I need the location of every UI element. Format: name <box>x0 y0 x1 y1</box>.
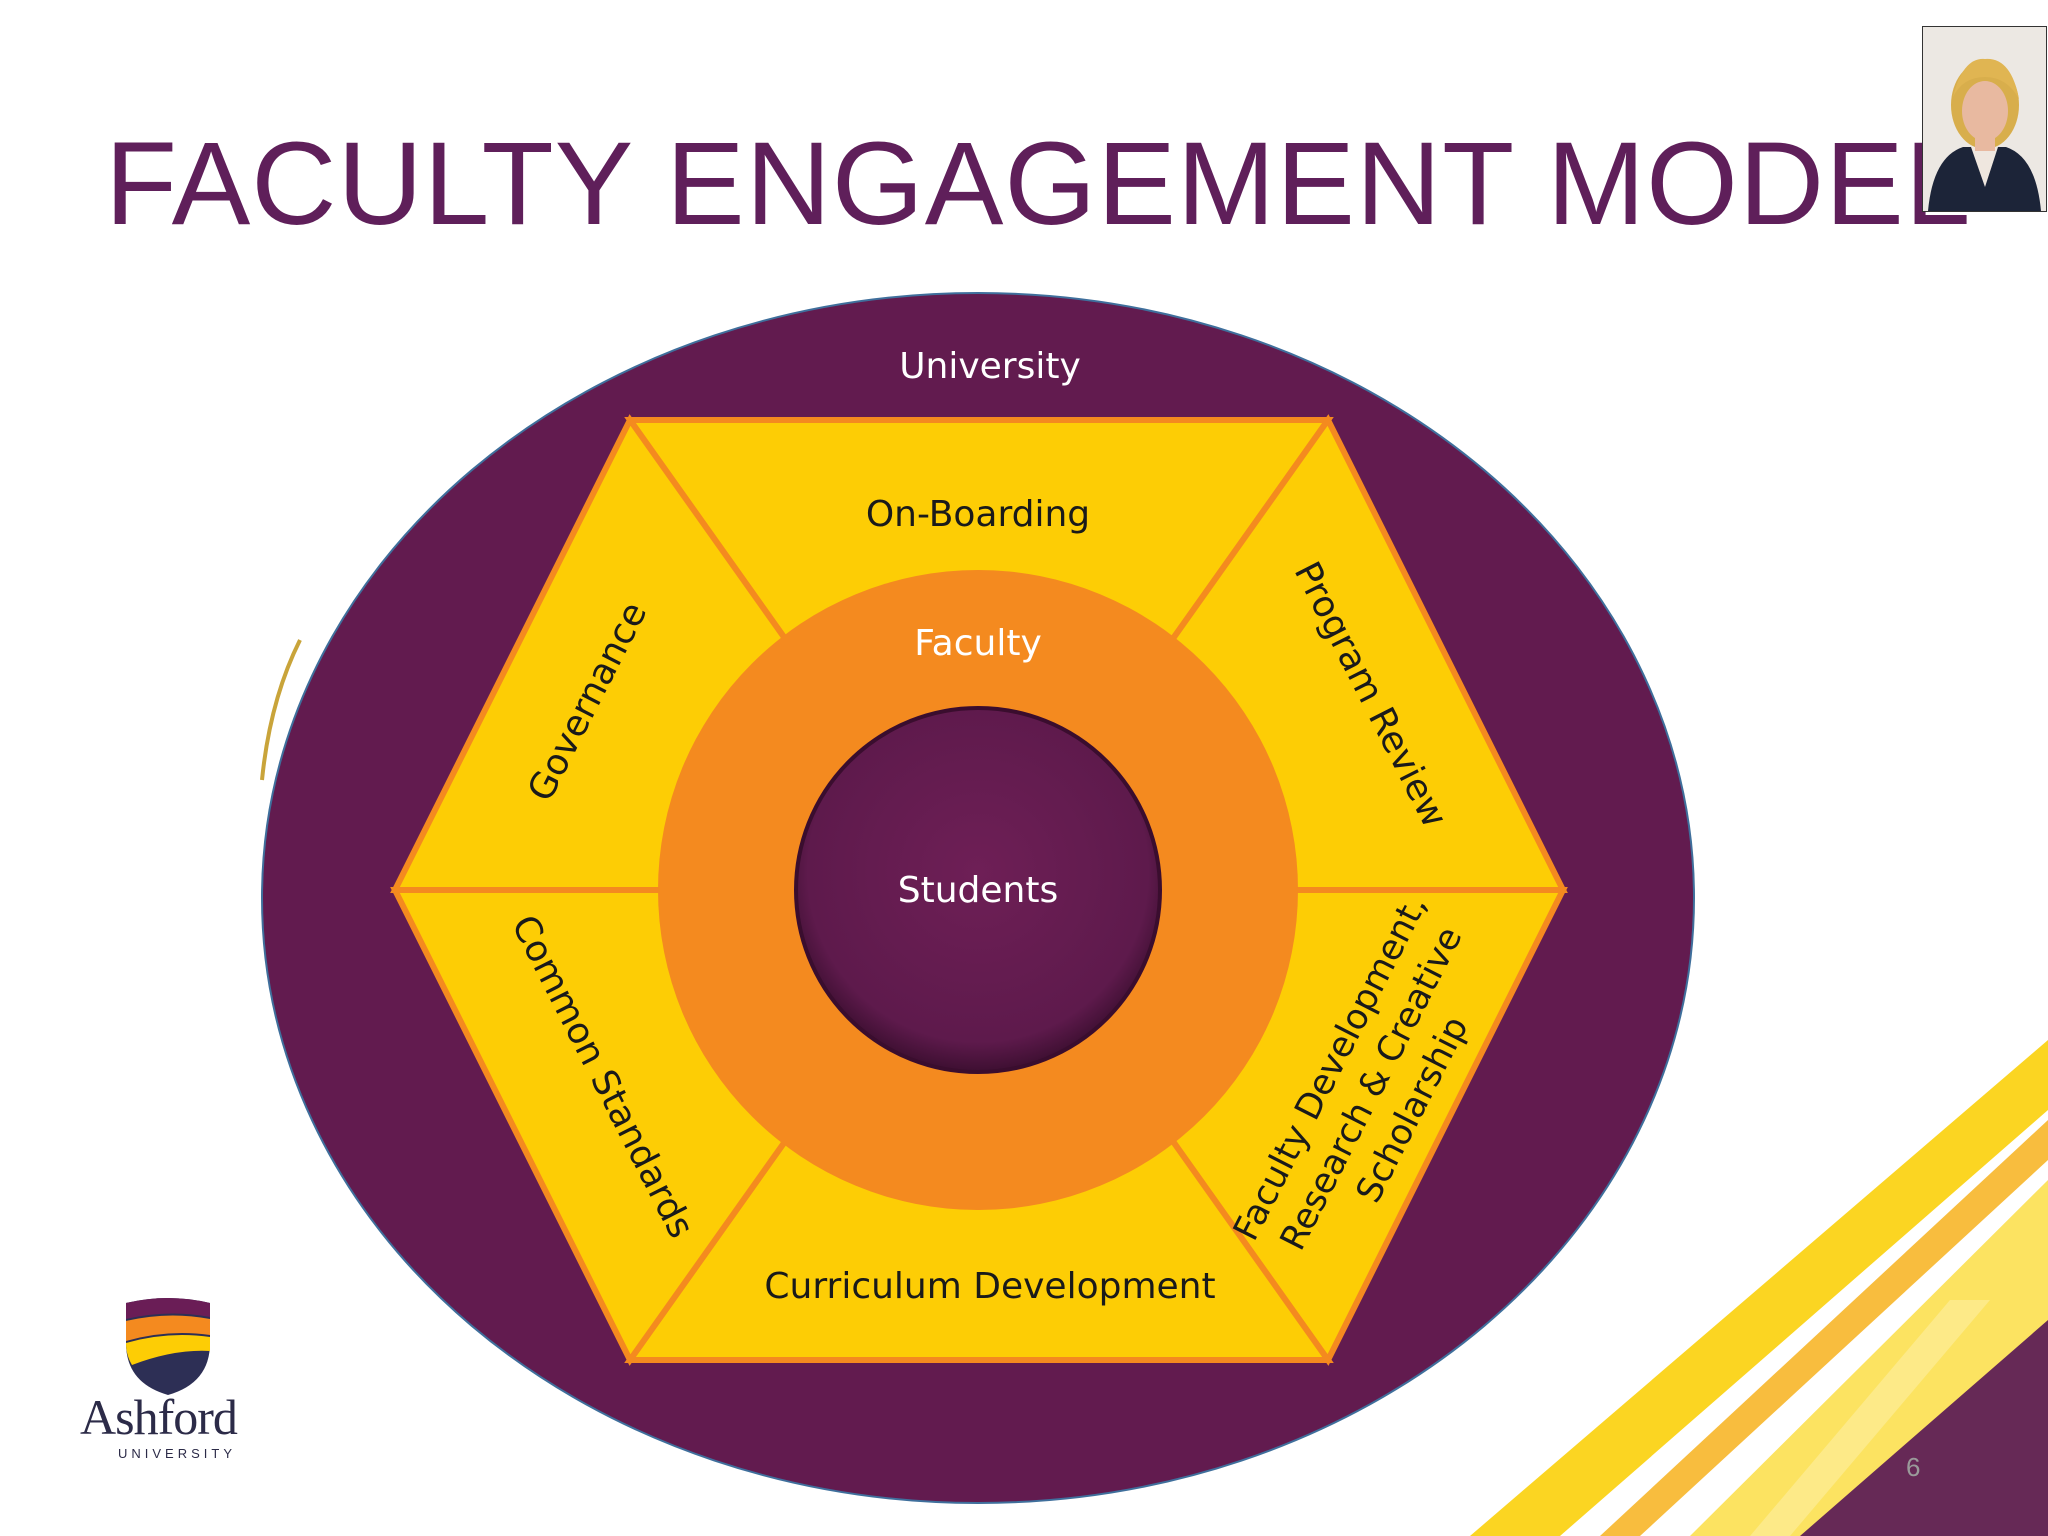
students-circle <box>794 706 1162 1074</box>
faculty-label: Faculty <box>914 623 1042 664</box>
university-label: University <box>899 346 1081 387</box>
speaker-photo <box>1922 26 2047 212</box>
segment-label-top: On-Boarding <box>866 494 1090 535</box>
logo-wordmark: Ashford <box>80 1389 238 1445</box>
university-ring-edge <box>260 639 302 781</box>
students-label: Students <box>898 870 1058 911</box>
page-number: 6 <box>1906 1452 1921 1482</box>
slide-title: FACULTY ENGAGEMENT MODEL <box>105 118 1972 250</box>
logo-subtitle: UNIVERSITY <box>118 1446 237 1461</box>
ashford-shield-icon <box>126 1298 210 1395</box>
segment-label-bottom: Curriculum Development <box>764 1266 1215 1307</box>
